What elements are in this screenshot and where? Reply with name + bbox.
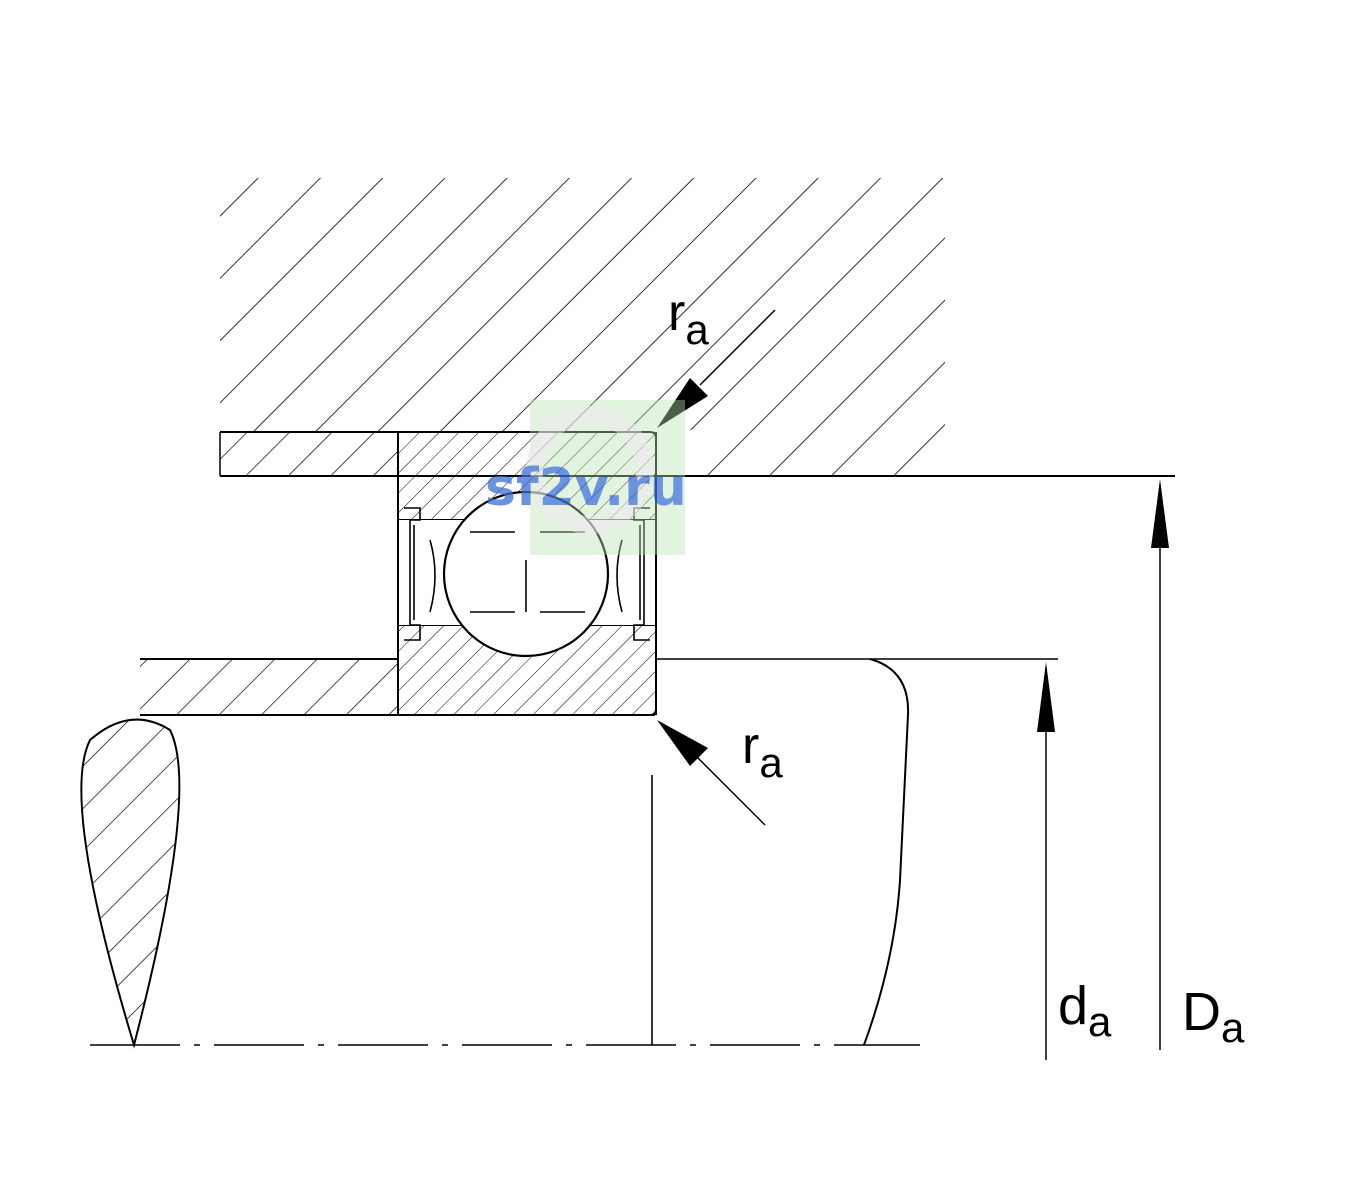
ra-top-label: ra — [668, 284, 709, 353]
da-label: da — [1058, 976, 1112, 1045]
shaft-body — [651, 658, 910, 1046]
watermark-text: sf2v.ru — [485, 458, 687, 518]
shaft-break-section — [80, 718, 181, 1049]
left-seal — [404, 507, 436, 641]
Da-dimension — [1151, 479, 1169, 1050]
da-dimension — [1037, 662, 1055, 1060]
ra-bottom-arrow — [657, 720, 766, 826]
ra-bottom-label: ra — [742, 717, 783, 786]
ra-top-arrow — [657, 309, 776, 428]
watermark: sf2v.ru — [485, 400, 687, 555]
Da-label: Da — [1182, 982, 1245, 1051]
